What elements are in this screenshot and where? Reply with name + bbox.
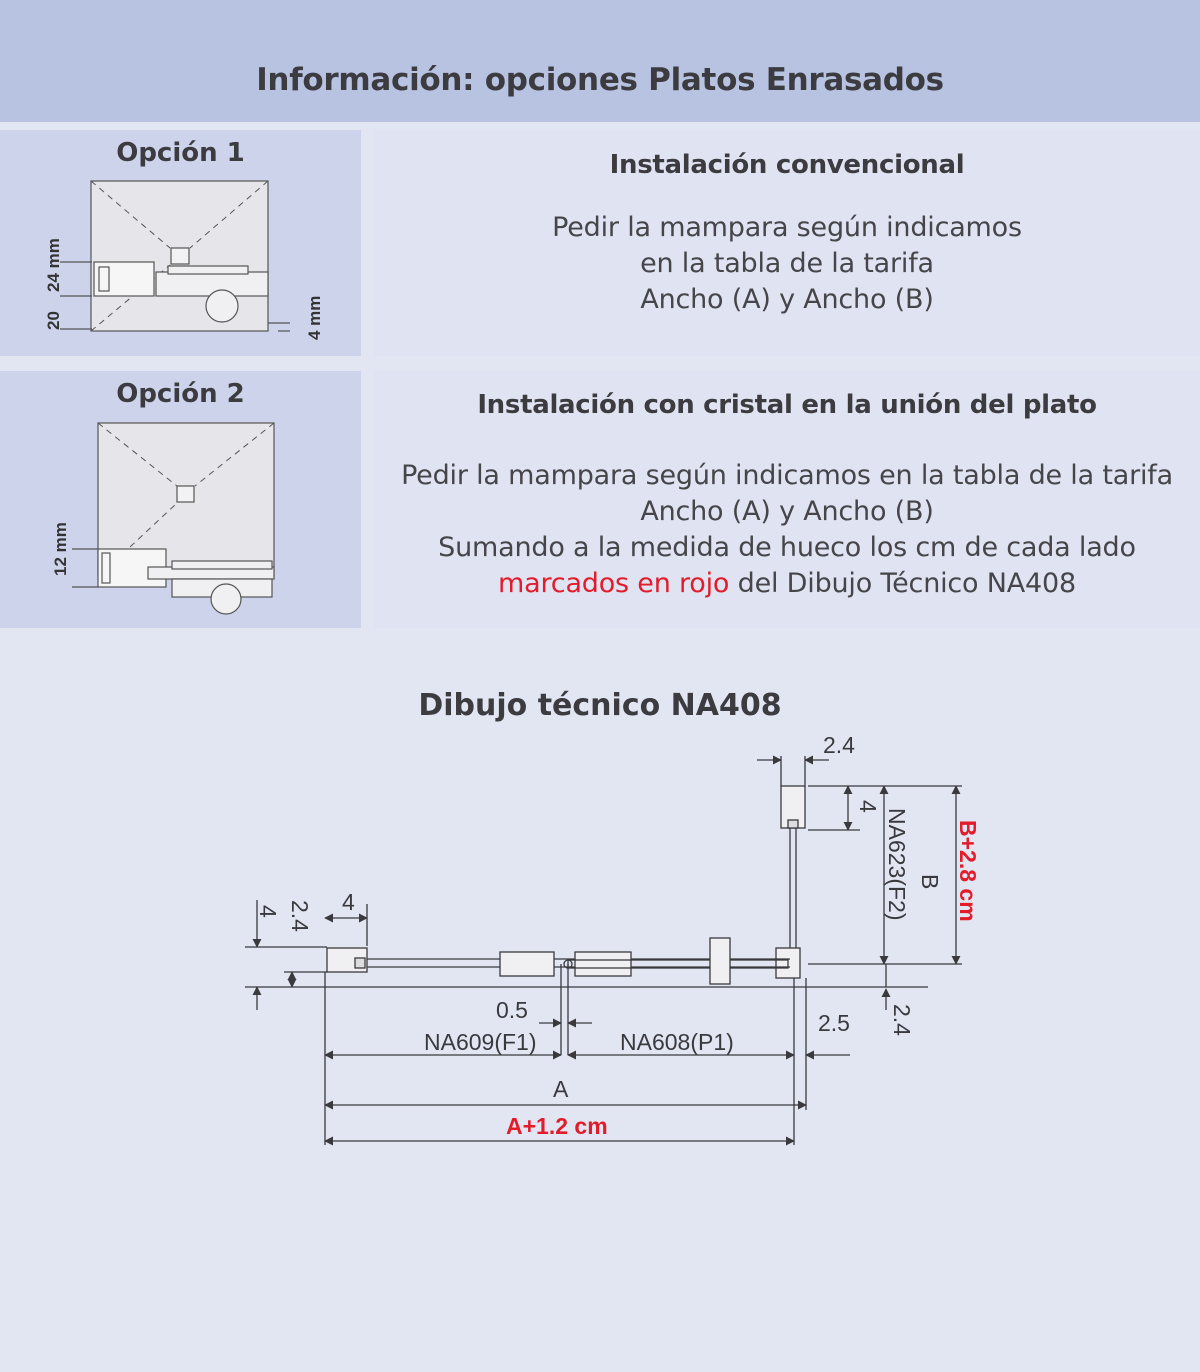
- label-a: A: [553, 1076, 569, 1102]
- label-na609: NA609(F1): [424, 1029, 536, 1055]
- page-title: Información: opciones Platos Enrasados: [256, 62, 944, 98]
- dim-top-height: 4: [855, 800, 881, 813]
- option2-line-red: marcados en rojo del Dibujo Técnico NA40…: [374, 566, 1200, 602]
- option1-line: Ancho (A) y Ancho (B): [640, 284, 934, 315]
- label-na623: NA623(F2): [884, 808, 910, 920]
- option2-text-panel: [374, 371, 1200, 628]
- option2-dim-left: 12 mm: [51, 522, 70, 576]
- option2-heading: Instalación con cristal en la unión del …: [477, 390, 1097, 420]
- dim-right-24: 2.4: [889, 1004, 915, 1036]
- option1-dim-right: 4 mm: [305, 296, 324, 340]
- option2-title: Opción 2: [116, 379, 245, 409]
- option1-line: Pedir la mampara según indicamos: [552, 212, 1022, 243]
- dim-left-24: 2.4: [287, 900, 313, 932]
- option1-dim-left-a: 20: [44, 311, 63, 330]
- option1-line: en la tabla de la tarifa: [640, 248, 934, 279]
- label-a-red: A+1.2 cm: [506, 1113, 608, 1139]
- option2-line-tail: del Dibujo Técnico NA408: [729, 568, 1077, 599]
- option1-heading: Instalación convencional: [609, 150, 965, 180]
- dim-right-25: 2.5: [818, 1010, 850, 1036]
- label-na608: NA608(P1): [620, 1029, 734, 1055]
- label-b: B: [917, 874, 943, 889]
- option1-dim-left-b: 24 mm: [44, 238, 63, 292]
- red-highlight: marcados en rojo: [498, 568, 730, 599]
- header-bar: Información: opciones Platos Enrasados: [0, 0, 1200, 122]
- dim-gap: 0.5: [496, 997, 528, 1023]
- option1-tray-diagram: 20 24 mm 4 mm: [44, 180, 324, 340]
- option2-tray-diagram: 12 mm: [51, 422, 275, 615]
- drawing-title: Dibujo técnico NA408: [418, 688, 782, 723]
- option1-description: Pedir la mampara según indicamos en la t…: [374, 210, 1200, 318]
- dim-top-width: 2.4: [823, 732, 855, 758]
- option2-line: Pedir la mampara según indicamos en la t…: [401, 460, 1173, 491]
- dim-left-width: 4: [342, 889, 355, 915]
- option1-text-panel: [374, 130, 1200, 356]
- option2-line: Ancho (A) y Ancho (B): [640, 496, 934, 527]
- dim-left-height: 4: [255, 905, 281, 918]
- option1-title: Opción 1: [116, 138, 245, 168]
- label-b-red: B+2.8 cm: [955, 820, 981, 922]
- option2-line: Sumando a la medida de hueco los cm de c…: [438, 532, 1136, 563]
- option2-description: Pedir la mampara según indicamos en la t…: [374, 458, 1200, 602]
